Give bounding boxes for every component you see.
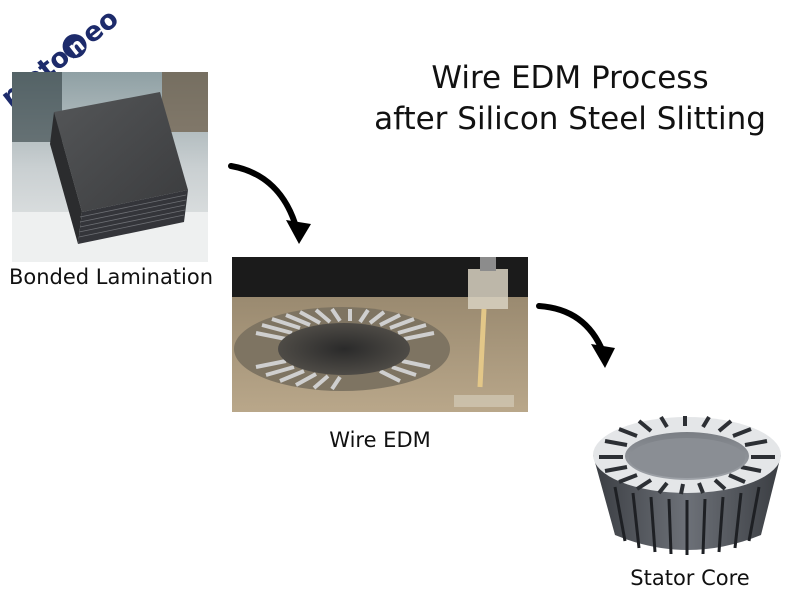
lamination-stack-photo xyxy=(12,72,208,262)
arrow-2-icon xyxy=(533,298,623,373)
title-line-2: after Silicon Steel Slitting xyxy=(374,101,766,137)
caption-wire-edm: Wire EDM xyxy=(329,428,431,452)
stator-core-photo xyxy=(585,405,790,565)
title-line-1: Wire EDM Process xyxy=(431,60,709,96)
arrow-1-icon xyxy=(225,158,315,248)
wire-edm-machining-photo xyxy=(232,257,528,412)
logo-circle-icon xyxy=(62,34,87,59)
page-title: Wire EDM Process after Silicon Steel Sli… xyxy=(360,58,780,140)
caption-bonded-lamination: Bonded Lamination xyxy=(8,265,214,289)
caption-stator-core: Stator Core xyxy=(630,566,750,590)
